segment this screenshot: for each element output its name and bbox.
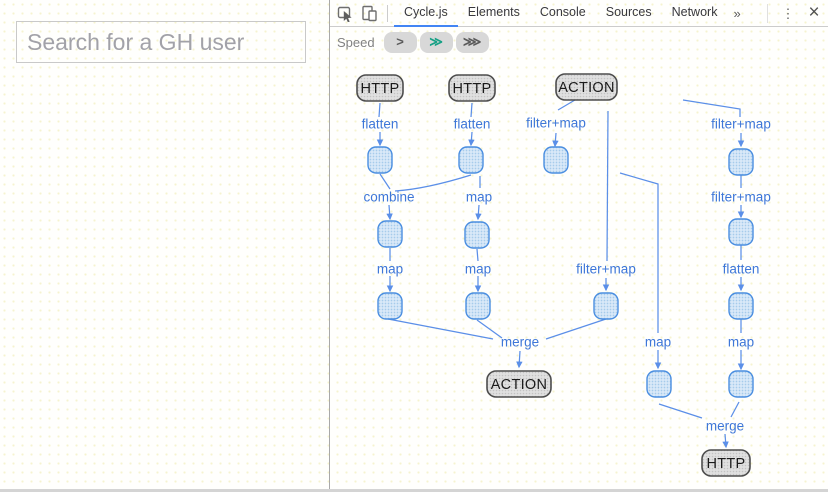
stream-node[interactable] — [646, 370, 672, 398]
edge — [476, 248, 479, 262]
edge — [619, 172, 659, 333]
edge — [470, 102, 473, 118]
browser-page — [0, 0, 329, 490]
toolbar-separator — [387, 4, 388, 22]
edge — [475, 204, 482, 221]
edge — [682, 99, 741, 117]
io-node-http[interactable] — [701, 449, 751, 477]
operator-label: combine — [363, 190, 414, 205]
io-node-http[interactable] — [356, 74, 404, 102]
tab-sources[interactable]: Sources — [605, 5, 652, 19]
io-node-label: HTTP — [360, 81, 399, 97]
operator-label: filter+map — [576, 262, 636, 277]
io-node-action[interactable] — [555, 73, 618, 101]
dataflow-graph: HTTP HTTP ACTION ACTION HTTP flatten flatten fi… — [356, 73, 771, 477]
edge — [722, 433, 729, 449]
edge — [386, 204, 393, 221]
operator-label: filter+map — [711, 117, 771, 132]
bottom-edge — [0, 489, 828, 492]
stream-node[interactable] — [728, 148, 754, 176]
edge — [387, 318, 494, 340]
io-node-label: HTTP — [706, 456, 745, 472]
operator-label: merge — [706, 419, 744, 434]
edge — [545, 318, 607, 340]
edge — [606, 110, 609, 262]
kebab-menu-icon[interactable]: ⋮ — [781, 6, 795, 21]
io-node-http[interactable] — [448, 74, 496, 102]
stream-node[interactable] — [543, 146, 569, 174]
operator-label: map — [377, 262, 403, 277]
operator-label: filter+map — [711, 190, 771, 205]
tab-network[interactable]: Network — [671, 5, 718, 19]
operator-label: flatten — [454, 117, 491, 132]
search-input[interactable] — [16, 21, 306, 63]
operator-label: flatten — [723, 262, 760, 277]
operator-label: merge — [501, 335, 539, 350]
operator-label: map — [466, 190, 492, 205]
operator-label: flatten — [362, 117, 399, 132]
stream-node[interactable] — [728, 370, 754, 398]
toolbar-right-separator — [767, 4, 768, 23]
stream-node[interactable] — [464, 221, 490, 249]
speed-toolbar: Speed >≫⋙ — [330, 28, 828, 56]
io-node-label: ACTION — [491, 377, 548, 393]
tab-elements[interactable]: Elements — [467, 5, 520, 19]
operator-label: map — [645, 335, 671, 350]
tab-strip: Cycle.js Elements Console Sources Network — [394, 0, 727, 27]
speed-button-2x[interactable]: ≫ — [419, 31, 453, 53]
io-node-label: ACTION — [558, 80, 615, 96]
operator-label: filter+map — [526, 116, 586, 131]
more-tabs-chevron-icon[interactable]: » — [733, 5, 741, 21]
inspect-icon[interactable] — [337, 5, 354, 22]
stream-node[interactable] — [728, 292, 754, 320]
operator-label: map — [465, 262, 491, 277]
stream-node[interactable] — [465, 292, 491, 320]
speed-label: Speed — [337, 34, 375, 50]
close-icon[interactable]: × — [808, 2, 820, 23]
edge — [468, 131, 475, 147]
edge — [516, 350, 523, 369]
speed-button-1x[interactable]: > — [383, 31, 417, 53]
edge — [552, 132, 559, 148]
stream-node[interactable] — [728, 218, 754, 246]
operator-label: map — [728, 335, 754, 350]
io-node-action[interactable] — [486, 370, 552, 398]
stream-node[interactable] — [377, 220, 403, 248]
edge — [658, 403, 703, 419]
speed-button-3x[interactable]: ⋙ — [455, 31, 489, 53]
io-node-label: HTTP — [452, 81, 491, 97]
graph-canvas: HTTP HTTP ACTION ACTION HTTP flatten flatten fi… — [330, 56, 828, 490]
edge — [476, 319, 503, 339]
edge — [378, 102, 381, 118]
stream-node[interactable] — [377, 292, 403, 320]
stream-node[interactable] — [367, 146, 393, 174]
edge — [730, 401, 740, 418]
stream-node[interactable] — [593, 292, 619, 320]
edge — [394, 174, 472, 192]
stream-node[interactable] — [458, 146, 484, 174]
device-toolbar-icon[interactable] — [361, 5, 378, 22]
tab-cycle-js[interactable]: Cycle.js — [394, 0, 458, 27]
edge — [379, 173, 391, 190]
tab-console[interactable]: Console — [539, 5, 586, 19]
